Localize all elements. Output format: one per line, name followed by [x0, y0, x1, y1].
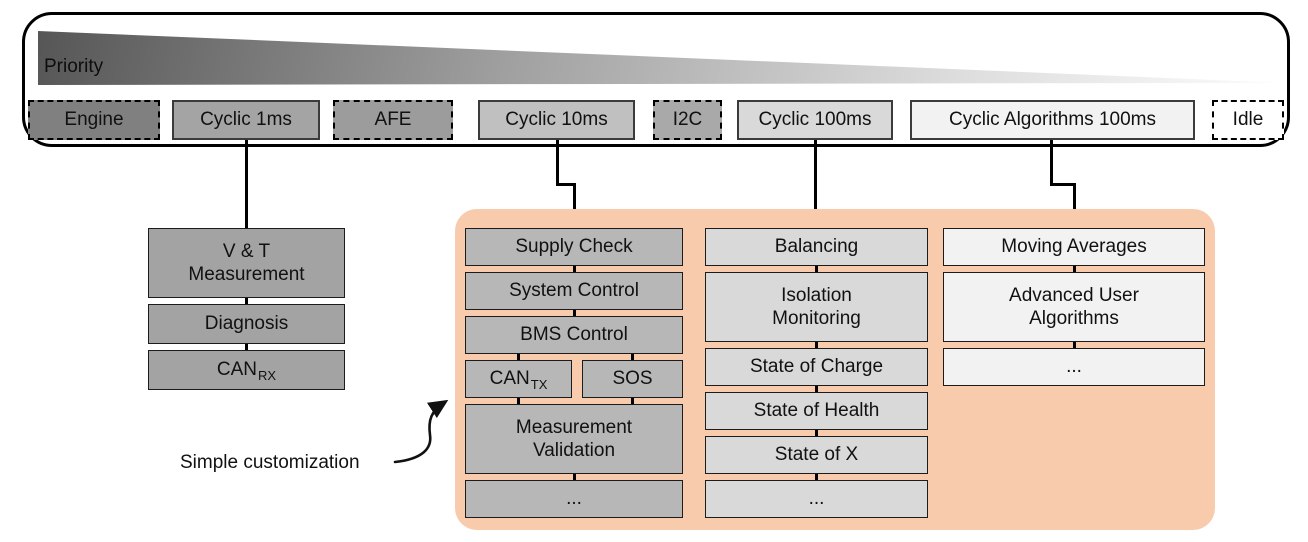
- connector-tick: [1072, 266, 1076, 272]
- connector-tick: [815, 430, 818, 436]
- connector-cyclic-1ms: [245, 140, 248, 228]
- connector-cyclic-10ms-seg2: [556, 183, 576, 186]
- box-label: Supply Check: [515, 236, 633, 258]
- box-isolation-monitoring: Isolation Monitoring: [705, 272, 928, 342]
- box-label-line2: Monitoring: [772, 308, 861, 329]
- box-ellipsis-algorithms: ...: [943, 348, 1205, 386]
- box-bms-control: BMS Control: [465, 316, 683, 354]
- task-box-i2c: I2C: [653, 100, 722, 140]
- connector-tick-row: [465, 354, 683, 360]
- box-label: BMS Control: [520, 324, 628, 346]
- task-label-afe: AFE: [374, 109, 412, 130]
- column-cyclic-10ms: Supply Check System Control BMS Control …: [465, 228, 683, 518]
- task-label-i2c: I2C: [672, 109, 703, 130]
- task-label-idle: Idle: [1232, 109, 1264, 130]
- task-label-cyclic-1ms: Cyclic 1ms: [200, 109, 292, 130]
- box-label-line2: Measurement: [188, 264, 305, 285]
- box-label: Diagnosis: [204, 313, 289, 335]
- box-diagnosis: Diagnosis: [148, 304, 345, 344]
- simple-customization-label: Simple customization: [180, 452, 360, 473]
- column-cyclic-algorithms-100ms: Moving Averages Advanced User Algorithms…: [943, 228, 1205, 386]
- connector-tick: [245, 298, 248, 304]
- box-advanced-user-algorithms: Advanced User Algorithms: [943, 272, 1205, 342]
- box-label-line1: V & T: [222, 240, 271, 262]
- connector-cyclic-algorithms-seg3: [1073, 183, 1076, 229]
- connector-tick: [815, 386, 818, 392]
- row-gap: [572, 360, 582, 398]
- box-can-rx: CANRX: [148, 350, 345, 390]
- connector-tick: [517, 398, 520, 404]
- connector-tick: [815, 266, 818, 272]
- can-tx-sos-row: CANTX SOS: [465, 360, 683, 398]
- connector-cyclic-100ms: [814, 140, 817, 229]
- task-box-cyclic-1ms: Cyclic 1ms: [172, 100, 320, 140]
- connector-tick: [1072, 342, 1076, 348]
- task-box-cyclic-100ms: Cyclic 100ms: [737, 100, 893, 140]
- task-box-afe: AFE: [333, 100, 453, 140]
- box-ellipsis-100ms: ...: [705, 480, 928, 518]
- curved-arrow-icon: [393, 399, 449, 464]
- connector-tick: [815, 342, 818, 348]
- box-label-line2: Algorithms: [1029, 308, 1119, 329]
- box-label: ...: [808, 488, 825, 510]
- task-box-engine: Engine: [28, 100, 160, 140]
- can-label: CAN: [489, 368, 530, 390]
- box-label: SOS: [612, 368, 653, 390]
- connector-cyclic-algorithms-seg1: [1050, 140, 1053, 186]
- box-label-line2: Validation: [532, 440, 616, 461]
- box-label: System Control: [509, 280, 639, 302]
- box-vt-measurement: V & T Measurement: [148, 228, 345, 298]
- task-label-cyclic-algorithms-100ms: Cyclic Algorithms 100ms: [949, 109, 1156, 130]
- column-cyclic-1ms: V & T Measurement Diagnosis CANRX: [148, 228, 345, 390]
- box-state-of-health: State of Health: [705, 392, 928, 430]
- connector-tick: [631, 354, 634, 360]
- box-label: State of Health: [753, 400, 880, 422]
- priority-label: Priority: [44, 56, 104, 77]
- connector-cyclic-10ms-seg3: [573, 183, 576, 229]
- connector-tick: [245, 344, 248, 350]
- box-system-control: System Control: [465, 272, 683, 310]
- connector-cyclic-algorithms-seg2: [1050, 183, 1076, 186]
- box-label-line1: Measurement: [515, 416, 633, 438]
- task-label-cyclic-100ms: Cyclic 100ms: [758, 109, 872, 130]
- task-box-cyclic-algorithms-100ms: Cyclic Algorithms 100ms: [910, 100, 1195, 140]
- connector-tick: [631, 398, 634, 404]
- connector-tick: [572, 474, 576, 480]
- task-box-cyclic-10ms: Cyclic 10ms: [478, 100, 635, 140]
- connector-tick: [572, 266, 576, 272]
- box-label: CANRX: [216, 358, 277, 384]
- box-sos: SOS: [582, 360, 683, 398]
- connector-cyclic-10ms-seg1: [556, 140, 559, 186]
- box-can-tx: CANTX: [465, 360, 572, 398]
- column-cyclic-100ms: Balancing Isolation Monitoring State of …: [705, 228, 928, 518]
- box-label: ...: [566, 488, 582, 510]
- box-label: CANTX: [489, 367, 548, 393]
- box-state-of-charge: State of Charge: [705, 348, 928, 386]
- box-label: Moving Averages: [1001, 236, 1147, 258]
- box-label: ...: [1066, 356, 1082, 378]
- priority-gradient-wedge: [38, 31, 1283, 85]
- connector-tick-row: [465, 398, 683, 404]
- box-supply-check: Supply Check: [465, 228, 683, 266]
- task-box-idle: Idle: [1212, 100, 1284, 140]
- box-state-of-x: State of X: [705, 436, 928, 474]
- box-ellipsis-10ms: ...: [465, 480, 683, 518]
- can-tx-subscript: TX: [530, 377, 548, 393]
- task-label-cyclic-10ms: Cyclic 10ms: [505, 109, 608, 130]
- box-label: Balancing: [774, 236, 859, 258]
- box-label-line1: Advanced User: [1009, 284, 1139, 306]
- box-label: State of Charge: [749, 356, 884, 378]
- can-label: CAN: [216, 359, 258, 381]
- box-label: State of X: [774, 444, 859, 466]
- box-label-line1: Isolation: [781, 284, 852, 306]
- box-measurement-validation: Measurement Validation: [465, 404, 683, 474]
- box-balancing: Balancing: [705, 228, 928, 266]
- task-label-engine: Engine: [64, 109, 124, 130]
- connector-tick: [815, 474, 818, 480]
- box-moving-averages: Moving Averages: [943, 228, 1205, 266]
- connector-tick: [517, 354, 520, 360]
- can-rx-subscript: RX: [258, 368, 277, 384]
- connector-tick: [572, 310, 576, 316]
